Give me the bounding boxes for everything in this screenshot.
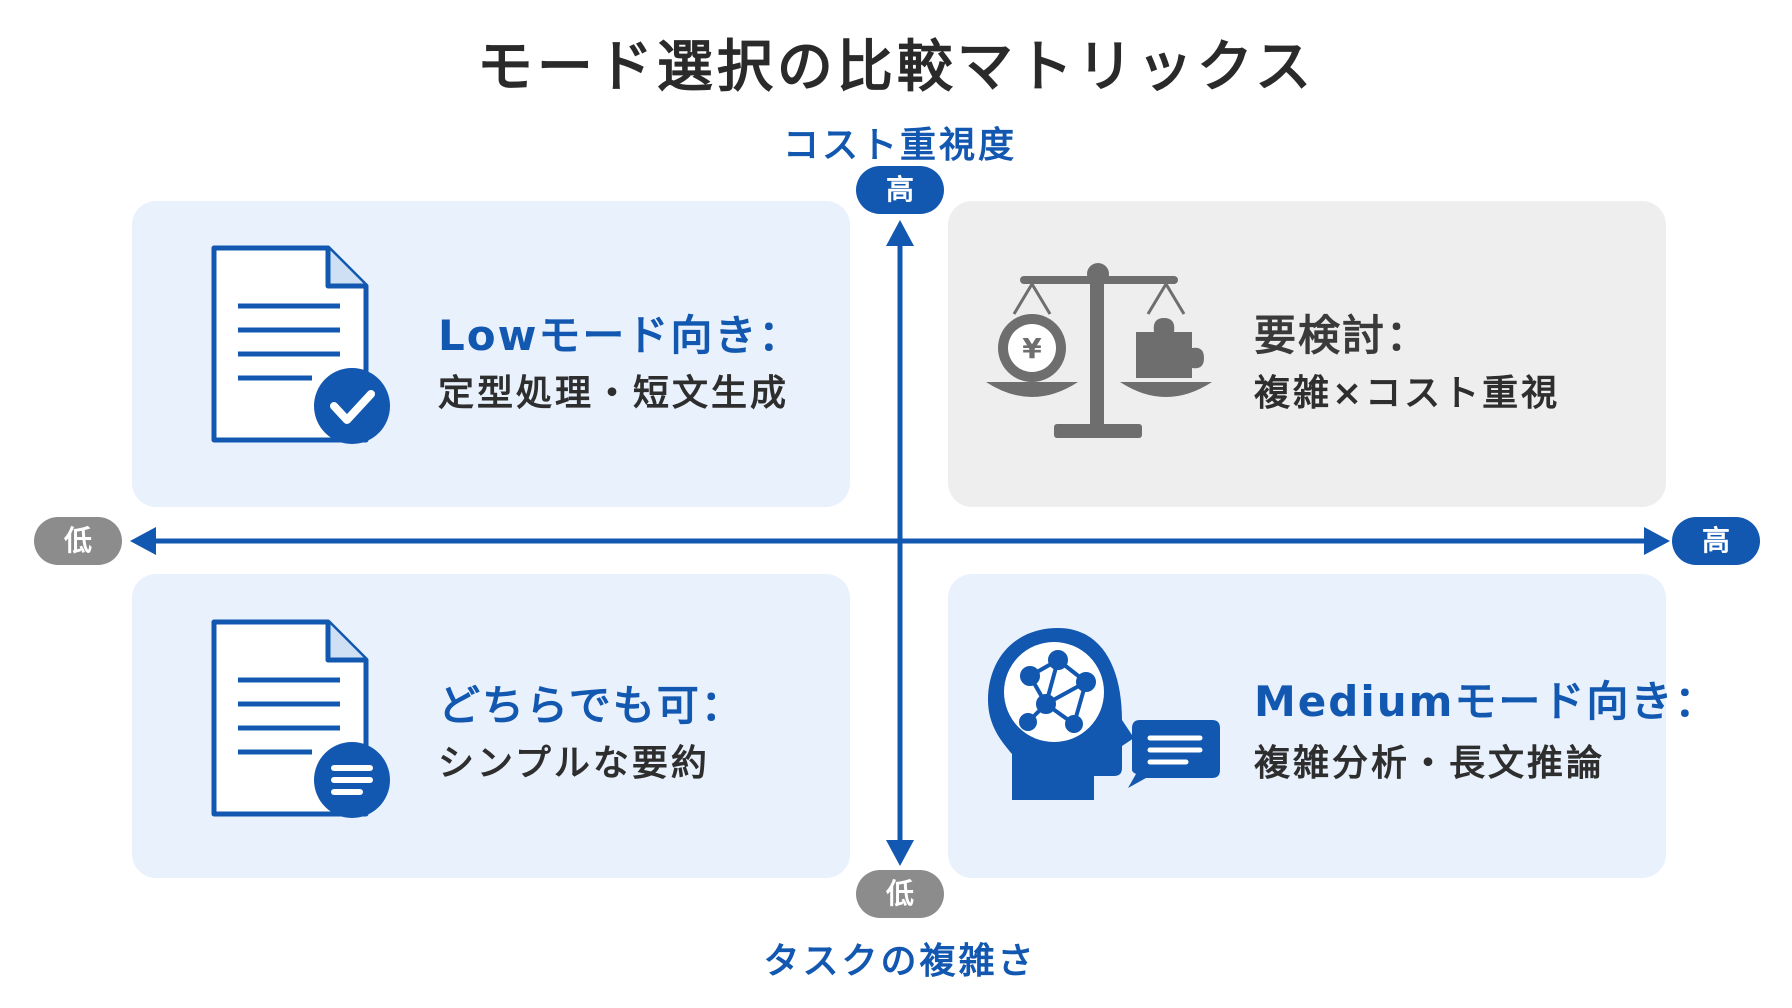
bottom-left-heading: どちらでも可： bbox=[438, 681, 745, 730]
page-title: モード選択の比較マトリックス bbox=[476, 35, 1316, 100]
top-left-heading: Lowモード向き： bbox=[438, 311, 803, 360]
x-axis-title: タスクの複雑さ bbox=[763, 941, 1037, 982]
y-axis-arrow-down bbox=[886, 840, 914, 866]
top-right-heading: 要検討： bbox=[1254, 311, 1431, 360]
x-low-label: 低 bbox=[34, 517, 122, 565]
ai-head-chat-icon bbox=[988, 628, 1220, 800]
bottom-right-heading: Mediumモード向き： bbox=[1254, 677, 1719, 726]
x-high-label: 高 bbox=[1672, 517, 1760, 565]
x-axis-arrow-right bbox=[1644, 527, 1670, 555]
x-axis-arrow-left bbox=[130, 527, 156, 555]
y-axis-arrow-up bbox=[886, 220, 914, 246]
document-note-icon bbox=[211, 619, 390, 818]
bottom-right-body: 複雑分析・長文推論 bbox=[1254, 743, 1606, 784]
document-check-icon bbox=[211, 245, 390, 444]
y-axis-title: コスト重視度 bbox=[782, 125, 1017, 166]
bottom-left-body: シンプルな要約 bbox=[438, 743, 710, 784]
svg-text:¥: ¥ bbox=[1022, 332, 1042, 365]
quadrant-top-right bbox=[948, 201, 1666, 507]
y-low-label: 低 bbox=[856, 870, 944, 918]
y-high-label: 高 bbox=[856, 166, 944, 214]
balance-scale-icon: ¥ bbox=[986, 263, 1212, 438]
top-right-body: 複雑×コスト重視 bbox=[1254, 373, 1561, 414]
top-left-body: 定型処理・短文生成 bbox=[438, 373, 790, 414]
